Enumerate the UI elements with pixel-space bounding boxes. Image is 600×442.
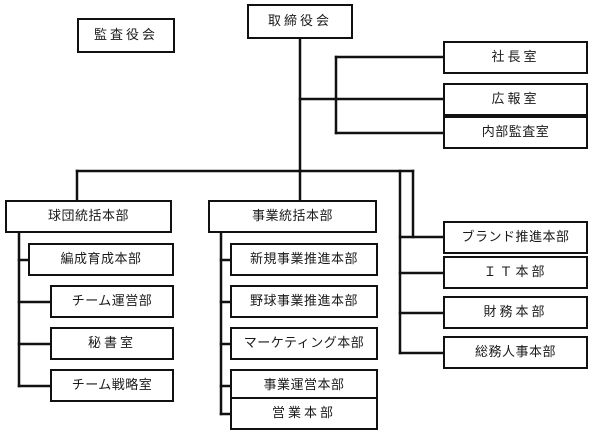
- org-node-label: チーム戦略室: [71, 378, 153, 393]
- org-node-business-child-3[interactable]: マーケティング本部: [230, 327, 378, 360]
- org-node-label: 社長室: [491, 50, 540, 65]
- org-node-corp-child-4[interactable]: 総務人事本部: [443, 336, 588, 369]
- org-node-business-child-5[interactable]: 営業本部: [230, 397, 378, 430]
- org-node-label: 財務本部: [483, 305, 548, 320]
- org-node-label: 球団統括本部: [47, 209, 129, 224]
- org-node-corp-child-3[interactable]: 財務本部: [443, 296, 588, 329]
- org-node-label: 編成育成本部: [60, 252, 142, 267]
- org-node-audit-board[interactable]: 監査役会: [77, 18, 175, 53]
- org-node-club-child-3[interactable]: 秘書室: [50, 327, 174, 360]
- org-node-label: 野球事業推進本部: [249, 294, 358, 309]
- org-node-club-child-4[interactable]: チーム戦略室: [50, 369, 174, 402]
- org-node-label: 総務人事本部: [474, 345, 556, 360]
- org-node-club-hq[interactable]: 球団統括本部: [5, 200, 172, 233]
- org-node-public-relations[interactable]: 広報室: [443, 83, 588, 116]
- org-node-label: チーム運営部: [71, 294, 153, 309]
- org-node-board-of-directors[interactable]: 取締役会: [247, 4, 353, 39]
- org-node-corp-child-1[interactable]: ブランド推進本部: [443, 221, 588, 254]
- org-node-label: 広報室: [491, 92, 540, 107]
- org-node-label: 監査役会: [93, 28, 158, 43]
- org-node-internal-audit[interactable]: 内部監査室: [443, 116, 588, 149]
- org-node-label: マーケティング本部: [243, 336, 365, 351]
- org-node-corp-child-2[interactable]: ＩＴ本部: [443, 256, 588, 289]
- org-node-business-hq[interactable]: 事業統括本部: [208, 200, 377, 233]
- org-node-label: 新規事業推進本部: [249, 252, 358, 267]
- org-node-label: 営業本部: [271, 406, 336, 421]
- org-node-label: 取締役会: [267, 14, 332, 29]
- org-node-presidents-office[interactable]: 社長室: [443, 41, 588, 74]
- org-node-label: ブランド推進本部: [461, 230, 570, 245]
- org-node-label: 内部監査室: [481, 125, 550, 140]
- org-node-label: ＩＴ本部: [483, 265, 548, 280]
- org-node-club-child-2[interactable]: チーム運営部: [50, 285, 174, 318]
- org-node-business-child-2[interactable]: 野球事業推進本部: [230, 285, 378, 318]
- org-node-club-child-1[interactable]: 編成育成本部: [28, 243, 174, 276]
- org-node-business-child-1[interactable]: 新規事業推進本部: [230, 243, 378, 276]
- org-node-label: 事業統括本部: [251, 209, 333, 224]
- org-node-label: 事業運営本部: [263, 378, 345, 393]
- org-node-label: 秘書室: [87, 336, 136, 351]
